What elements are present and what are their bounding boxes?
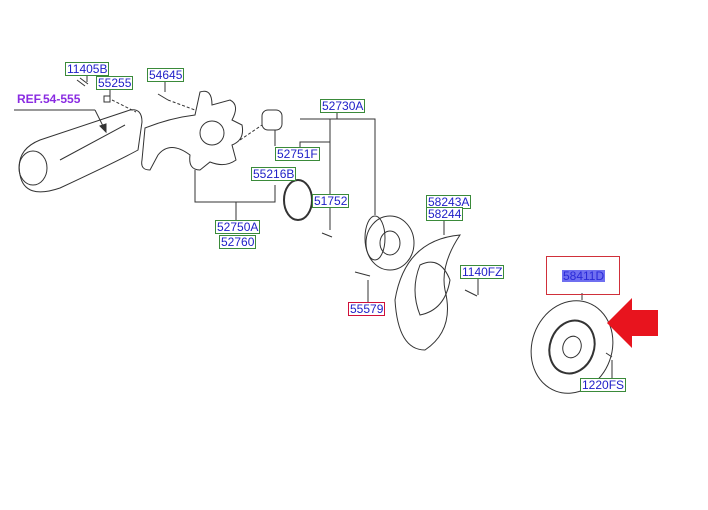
part-label-55216B[interactable]: 55216B xyxy=(251,167,297,181)
part-label-1140FZ[interactable]: 1140FZ xyxy=(460,265,505,279)
part-label-52750A[interactable]: 52750A xyxy=(215,220,261,234)
backing-plate xyxy=(394,234,461,351)
part-label-11405B[interactable]: 11405B xyxy=(65,62,110,76)
part-label-55579[interactable]: 55579 xyxy=(348,302,386,316)
part-label-52730A[interactable]: 52730A xyxy=(320,99,366,113)
selected-part-box xyxy=(546,256,620,295)
hub-bearing xyxy=(364,215,415,271)
reference-label[interactable]: REF.54-555 xyxy=(17,92,81,106)
knuckle xyxy=(141,90,243,171)
part-label-58411D[interactable]: 58411D xyxy=(562,269,606,283)
part-label-55255[interactable]: 55255 xyxy=(96,76,134,90)
trailing-arm xyxy=(18,109,143,193)
part-label-1220FS[interactable]: 1220FS xyxy=(580,378,627,392)
part-label-54645[interactable]: 54645 xyxy=(147,68,185,82)
part-label-58243A[interactable]: 58243A xyxy=(426,195,472,209)
part-label-58244[interactable]: 58244 xyxy=(426,207,464,221)
part-label-51752[interactable]: 51752 xyxy=(312,194,350,208)
brake-disc xyxy=(530,300,614,394)
part-label-52751F[interactable]: 52751F xyxy=(275,147,320,161)
red-arrow-icon xyxy=(607,298,658,348)
part-label-52760[interactable]: 52760 xyxy=(219,235,257,249)
